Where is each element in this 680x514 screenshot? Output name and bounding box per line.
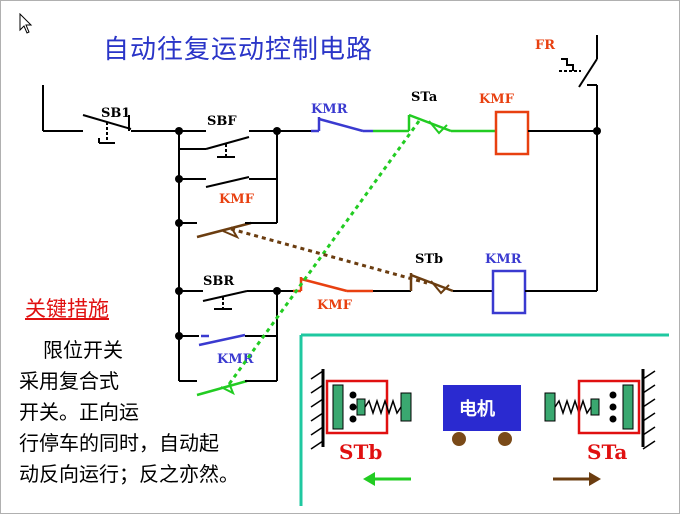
text-line: 采用复合式 xyxy=(19,369,119,393)
mouse-pointer-icon xyxy=(19,12,33,40)
kmr-coil xyxy=(491,269,527,315)
sta-no-contact xyxy=(407,113,452,135)
forward-button-sbf xyxy=(205,136,250,158)
kmf-interlock-label: KMF xyxy=(317,298,353,313)
sta-switch-box xyxy=(577,379,641,435)
sta-nc-contact xyxy=(179,221,277,240)
reverse-button-sbr xyxy=(179,290,248,310)
kmf-coil xyxy=(494,110,530,156)
kmf-coil-label: KMF xyxy=(479,92,515,107)
sbr-label: SBR xyxy=(203,274,234,289)
inset-illustration: STb 电机 STa xyxy=(299,333,669,506)
kmr-top-label: KMR xyxy=(311,102,348,117)
sb1-label: SB1 xyxy=(101,106,130,121)
kmf-holding-label: KMF xyxy=(219,192,255,207)
text-line: 动反向运行；反之亦然。 xyxy=(19,462,239,486)
sbf-label: SBF xyxy=(207,114,237,129)
kmf-holding-contact xyxy=(179,176,277,188)
stb-inset-label: STb xyxy=(339,440,382,464)
stb-mechanical-link xyxy=(230,227,428,285)
key-measures-heading: 关键措施 xyxy=(25,297,109,321)
stb-mid-label: STb xyxy=(415,252,443,267)
page-title: 自动往复运动控制电路 xyxy=(103,35,374,65)
kmr-holding-contact xyxy=(179,333,277,347)
fr-label: FR xyxy=(535,38,555,53)
stb-no-contact xyxy=(409,273,454,295)
cart-wheel xyxy=(498,432,512,446)
sta-top-label: STa xyxy=(411,90,438,105)
text-line: 行停车的同时，自动起 xyxy=(19,431,219,455)
text-line: 限位开关 xyxy=(43,338,123,362)
kmr-interlock-contact xyxy=(311,117,373,133)
text-line: 开关。正向运 xyxy=(19,400,139,424)
stb-nc-contact xyxy=(179,379,277,397)
right-arrow-icon xyxy=(553,472,601,486)
motor-cart xyxy=(443,385,521,431)
stop-button-sb1 xyxy=(82,114,132,144)
motor-label: 电机 xyxy=(459,398,495,420)
cart-wheel xyxy=(452,432,466,446)
sta-inset-label: STa xyxy=(587,440,627,464)
fr-thermal-contact xyxy=(559,35,598,291)
sta-mechanical-link xyxy=(225,120,421,388)
left-arrow-icon xyxy=(363,472,411,486)
kmr-coil-label: KMR xyxy=(485,252,522,267)
explanation-text: 限位开关 采用复合式 开关。正向运 行停车的同时，自动起 动反向运行；反之亦然。 xyxy=(19,335,239,490)
